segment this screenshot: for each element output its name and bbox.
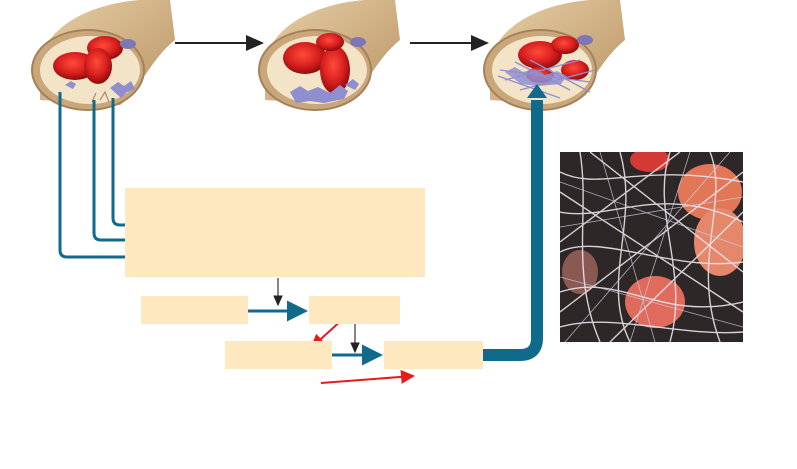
red-blood-cell-icon: [561, 60, 589, 80]
red-blood-cell-icon: [320, 46, 350, 94]
prothrombin-box: [141, 296, 248, 324]
platelet-plug-icon: [290, 85, 348, 103]
release-arrows: [58, 92, 151, 268]
clotting-factors-box: [125, 188, 425, 277]
vessel-stage-1: [31, 0, 175, 111]
arrowhead-icon: [527, 84, 547, 98]
red-blood-cell-icon: [316, 33, 344, 51]
red-blood-cell-icon: [518, 41, 562, 69]
fibrin-box: [384, 341, 483, 369]
micrograph-image: [560, 152, 743, 342]
platelet-icon: [110, 81, 135, 98]
fibrinogen-box: [225, 341, 332, 369]
thrombin-box: [309, 296, 400, 324]
red-blood-cell-icon: [283, 42, 327, 74]
fibrin-to-clot-arrow: [483, 100, 543, 361]
platelet-icon: [65, 81, 76, 89]
fibrin-micrograph: [560, 152, 743, 342]
vessel-stage-3: [483, 0, 625, 111]
vessel-stage-2: [258, 0, 400, 111]
feedback-arrow: [320, 369, 415, 384]
red-blood-cell-icon: [84, 48, 112, 84]
red-blood-cell-icon: [551, 36, 579, 54]
